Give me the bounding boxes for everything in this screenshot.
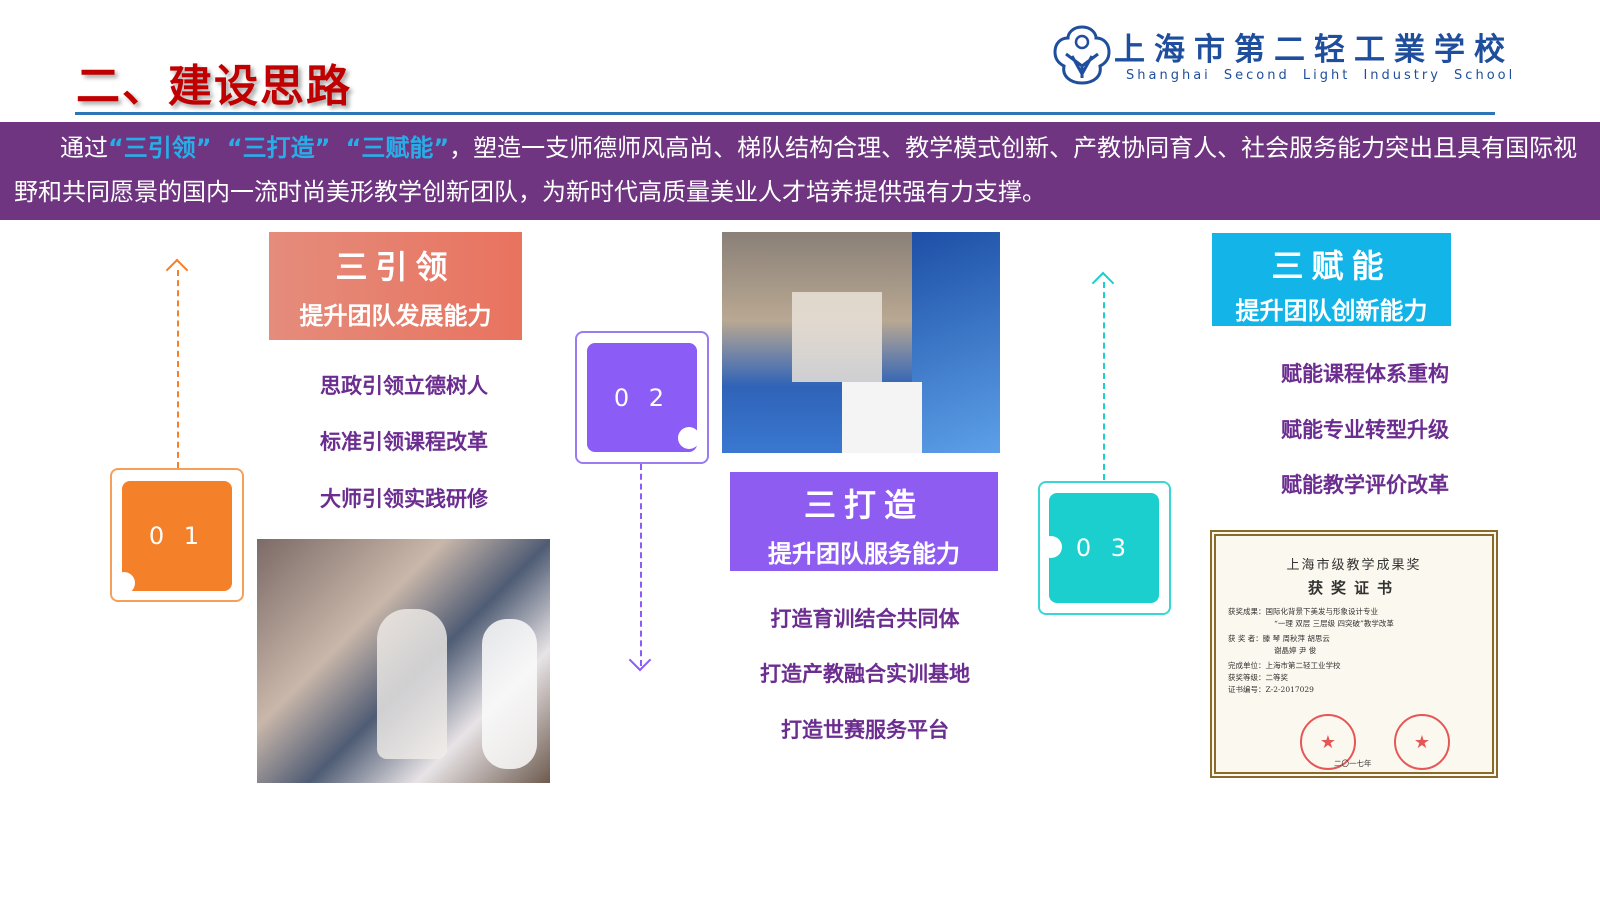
tile-notch bbox=[1040, 536, 1062, 558]
section-header-empower: 三赋能 提升团队创新能力 bbox=[1212, 233, 1451, 326]
title-divider bbox=[75, 112, 1495, 115]
list-item: 赋能专业转型升级 bbox=[1281, 418, 1449, 442]
banner-text: ，塑造一支师德师风高尚、梯队结构合理、教学模式创新、产教协同育人、社会服务能力突… bbox=[14, 134, 1578, 206]
step-badge-01: 0 1 bbox=[122, 481, 232, 591]
certificate-date: 二〇一七年 bbox=[1334, 759, 1372, 768]
certificate-line: 获奖成果：国际化背景下美发与形象设计专业 bbox=[1228, 607, 1378, 616]
award-certificate: 上海市级教学成果奖 获奖证书 获奖成果：国际化背景下美发与形象设计专业 “一理 … bbox=[1210, 530, 1498, 778]
logo-english-name: Shanghai Second Light Industry School bbox=[1126, 68, 1516, 83]
logo-chinese-name: 上海市第二轻工業学校 bbox=[1114, 32, 1514, 68]
list-item: 思政引领立德树人 bbox=[320, 374, 488, 398]
official-seal-icon: ★ bbox=[1394, 714, 1450, 770]
banner-text: 通过 bbox=[60, 134, 108, 162]
list-item: 打造产教融合实训基地 bbox=[760, 662, 970, 686]
banner-highlight: “三打造” bbox=[226, 134, 331, 162]
tile-notch bbox=[678, 427, 700, 449]
arrow-down-dashed bbox=[640, 464, 642, 666]
step-badge-03: 0 3 bbox=[1049, 493, 1159, 603]
arrow-up-dashed bbox=[1103, 282, 1105, 480]
school-emblem-icon bbox=[1053, 25, 1111, 85]
certificate-line: 谢晶婷 尹 俊 bbox=[1274, 646, 1317, 655]
section-title: 三赋能 bbox=[1271, 247, 1392, 285]
certificate-line: 完成单位：上海市第二轻工业学校 bbox=[1228, 661, 1341, 670]
section-title: 三打造 bbox=[803, 486, 924, 524]
arrow-up-dashed bbox=[177, 270, 179, 468]
certificate-title: 上海市级教学成果奖 bbox=[1286, 558, 1422, 573]
school-logo: 上海市第二轻工業学校 Shanghai Second Light Industr… bbox=[1052, 22, 1532, 88]
tile-notch bbox=[113, 572, 135, 594]
teaching-photo bbox=[257, 539, 550, 783]
section-title: 三引领 bbox=[335, 248, 456, 286]
arrow-head-icon bbox=[628, 648, 652, 672]
list-item: 赋能教学评价改革 bbox=[1281, 473, 1449, 497]
banner-highlight: “三引领” bbox=[108, 134, 212, 162]
certificate-line: “一理 双层 三层级 四突破”教学改革 bbox=[1274, 619, 1394, 628]
certificate-line: 获奖等级：二等奖 bbox=[1228, 673, 1288, 682]
list-item: 赋能课程体系重构 bbox=[1281, 362, 1449, 386]
banner-highlight: “三赋能” bbox=[345, 134, 450, 162]
certificate-line: 证书编号：Z-2-2017029 bbox=[1228, 685, 1314, 694]
list-item: 标准引领课程改革 bbox=[320, 430, 488, 454]
list-item: 打造育训结合共同体 bbox=[770, 607, 960, 631]
page-title: 二、建设思路 bbox=[76, 61, 352, 112]
arrow-head-icon bbox=[165, 258, 189, 282]
certificate-heading: 获奖证书 bbox=[1307, 579, 1400, 597]
arrow-head-icon bbox=[1091, 271, 1115, 295]
section-subtitle: 提升团队发展能力 bbox=[299, 302, 492, 330]
section-header-build: 三打造 提升团队服务能力 bbox=[730, 472, 998, 571]
section-subtitle: 提升团队创新能力 bbox=[1235, 297, 1428, 325]
exhibition-photo bbox=[722, 232, 1000, 453]
certificate-line: 获 奖 者：滕 琴 周秋萍 胡思云 bbox=[1228, 634, 1330, 643]
official-seal-icon: ★ bbox=[1300, 714, 1356, 770]
section-header-lead: 三引领 提升团队发展能力 bbox=[269, 232, 522, 340]
list-item: 打造世赛服务平台 bbox=[781, 718, 949, 742]
section-subtitle: 提升团队服务能力 bbox=[768, 540, 960, 568]
summary-banner: 通过“三引领” “三打造” “三赋能”，塑造一支师德师风高尚、梯队结构合理、教学… bbox=[0, 122, 1600, 220]
list-item: 大师引领实践研修 bbox=[320, 487, 488, 511]
